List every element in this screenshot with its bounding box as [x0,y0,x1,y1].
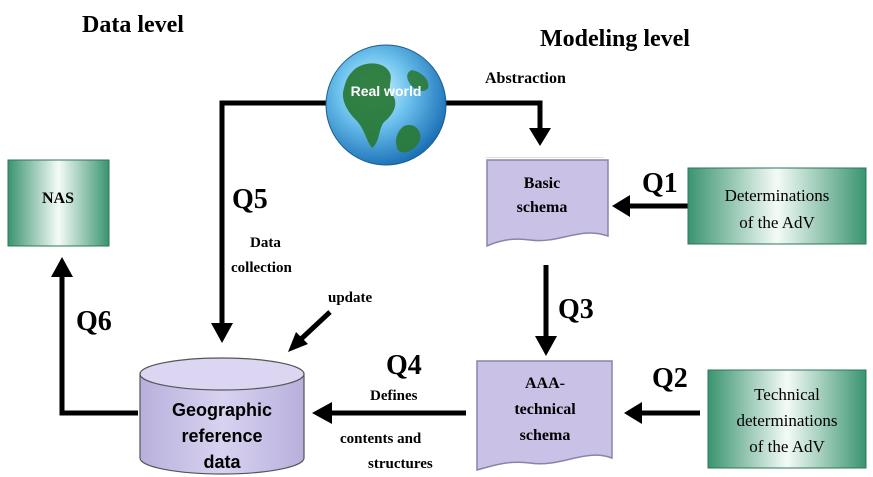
technical-determinations-label-line: Technical [754,385,820,404]
q5-arrowhead [211,323,233,343]
technical-determinations-label-line: of the AdV [749,437,825,456]
aaa-schema-label-line: schema [520,427,571,444]
arrowheads [51,128,642,424]
basic-schema-label-line: Basic [524,175,560,192]
data-collection-label-line: Data [250,235,281,251]
q4-label: Q4 [386,350,422,381]
real-world-label: Real world [351,83,422,99]
q3-label: Q3 [558,294,594,325]
aaa-schema-label-line: technical [514,401,576,418]
q3-arrowhead [535,336,557,356]
geographic-data-label-line: reference [181,426,262,446]
nas-node: NAS [7,159,110,247]
update-arrowhead [288,332,308,352]
contents-structures-label-line: structures [368,456,433,472]
q2-arrowhead [624,402,642,424]
q2-label: Q2 [652,363,688,394]
contents-structures-label-line: contents and [340,431,422,447]
continent-shape [407,70,429,91]
update-label: update [328,290,373,306]
modeling-level-heading: Modeling level [540,26,690,52]
determinations-label-line: Determinations [725,186,830,205]
data-level-heading: Data level [82,12,184,38]
geographic-reference-data-node: Geographic reference data [139,357,305,475]
nas-label: NAS [42,190,74,207]
aaa-schema-label-line: AAA- [525,375,565,392]
continent-shape [342,63,396,148]
q1-arrowhead [612,195,630,217]
abstraction-connector [442,100,543,130]
continent-shape [396,124,421,153]
update-connector [298,310,332,342]
abstraction-label: Abstraction [485,70,566,87]
q5-label: Q5 [232,184,268,215]
basic-schema-label-line: schema [517,199,568,216]
abstraction-arrowhead [529,128,551,146]
geographic-data-label-line: Geographic [172,400,272,420]
q6-label: Q6 [76,306,112,337]
basic-schema-node: Basic schema [484,157,609,248]
q6-connector [59,275,138,416]
defines-label: Defines [370,388,418,404]
technical-determinations-label-line: determinations [736,411,837,430]
q1-label: Q1 [642,168,678,199]
real-world-node: Real world [325,44,447,166]
determinations-node: Determinations of the AdV [687,167,867,245]
connectors [59,100,700,416]
determinations-label-line: of the AdV [739,213,815,232]
q6-arrowhead [51,257,73,277]
aaa-schema-node: AAA- technical schema [476,360,613,471]
q5-connector [219,100,330,325]
technical-determinations-node: Technical determinations of the AdV [707,369,867,469]
data-collection-label-line: collection [231,260,292,276]
q4-arrowhead [312,402,332,424]
geographic-data-label-line: data [203,452,241,472]
